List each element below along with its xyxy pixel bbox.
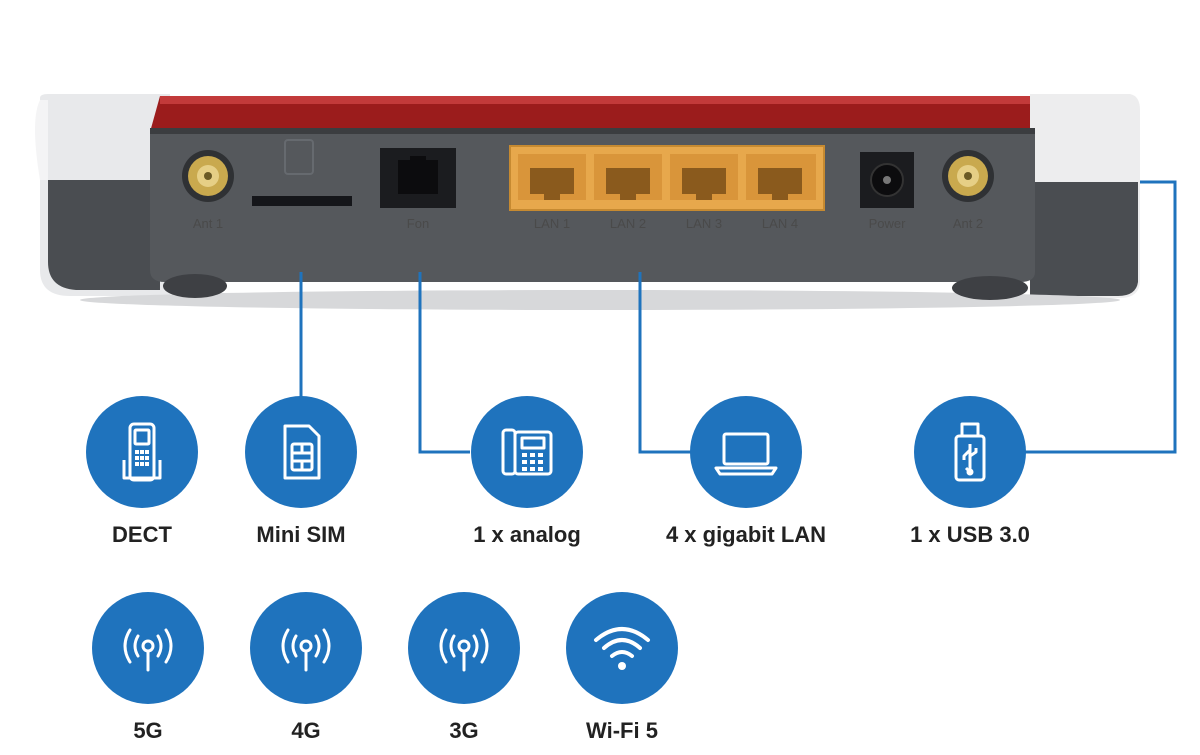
feature-label-usb: 1 x USB 3.0 [910, 522, 1030, 547]
feature-usb: 1 x USB 3.0 [880, 396, 1060, 548]
lan-port-3 [670, 154, 738, 200]
power-port [860, 152, 914, 208]
antenna-connector-1 [182, 150, 234, 202]
feature-label-4g: 4G [291, 718, 321, 743]
port-label-lan2: LAN 2 [609, 216, 647, 231]
feature-label-wifi5: Wi-Fi 5 [586, 718, 658, 743]
fon-port [380, 148, 456, 208]
feature-label-dect: DECT [112, 522, 172, 547]
feature-label-analog: 1 x analog [473, 522, 581, 547]
desk-phone-icon [471, 396, 583, 508]
router-red-top [150, 96, 1030, 132]
antenna-signal-icon [408, 592, 520, 704]
feature-dect: DECT [52, 396, 232, 548]
antenna-signal-icon [250, 592, 362, 704]
feature-5g: 5G [58, 592, 238, 744]
port-label-power: Power [868, 216, 906, 231]
feature-3g: 3G [374, 592, 554, 744]
antenna-connector-2 [942, 150, 994, 202]
wifi-icon [566, 592, 678, 704]
port-label-lan1: LAN 1 [533, 216, 571, 231]
feature-gigabit-lan: 4 x gigabit LAN [656, 396, 836, 548]
lan-port-block [509, 145, 825, 211]
port-label-ant1: Ant 1 [192, 216, 224, 231]
port-label-ant2: Ant 2 [952, 216, 984, 231]
router-back-panel [35, 94, 1140, 310]
lan-port-4 [746, 154, 816, 200]
feature-4g: 4G [216, 592, 396, 744]
usb-stick-icon [914, 396, 1026, 508]
antenna-signal-icon [92, 592, 204, 704]
lan-port-1 [518, 154, 586, 200]
feature-label-5g: 5G [133, 718, 163, 743]
sim-slot [252, 196, 352, 206]
sim-card-icon [245, 396, 357, 508]
dect-handset-icon [86, 396, 198, 508]
port-label-lan3: LAN 3 [685, 216, 723, 231]
feature-wifi5: Wi-Fi 5 [532, 592, 712, 744]
port-label-fon: Fon [406, 216, 430, 231]
feature-analog: 1 x analog [437, 396, 617, 548]
feature-label-gigabit-lan: 4 x gigabit LAN [665, 522, 827, 547]
lan-port-2 [594, 154, 662, 200]
laptop-icon [690, 396, 802, 508]
feature-label-3g: 3G [449, 718, 479, 743]
port-label-lan4: LAN 4 [761, 216, 799, 231]
feature-label-mini-sim: Mini SIM [256, 522, 346, 547]
feature-mini-sim: Mini SIM [211, 396, 391, 548]
